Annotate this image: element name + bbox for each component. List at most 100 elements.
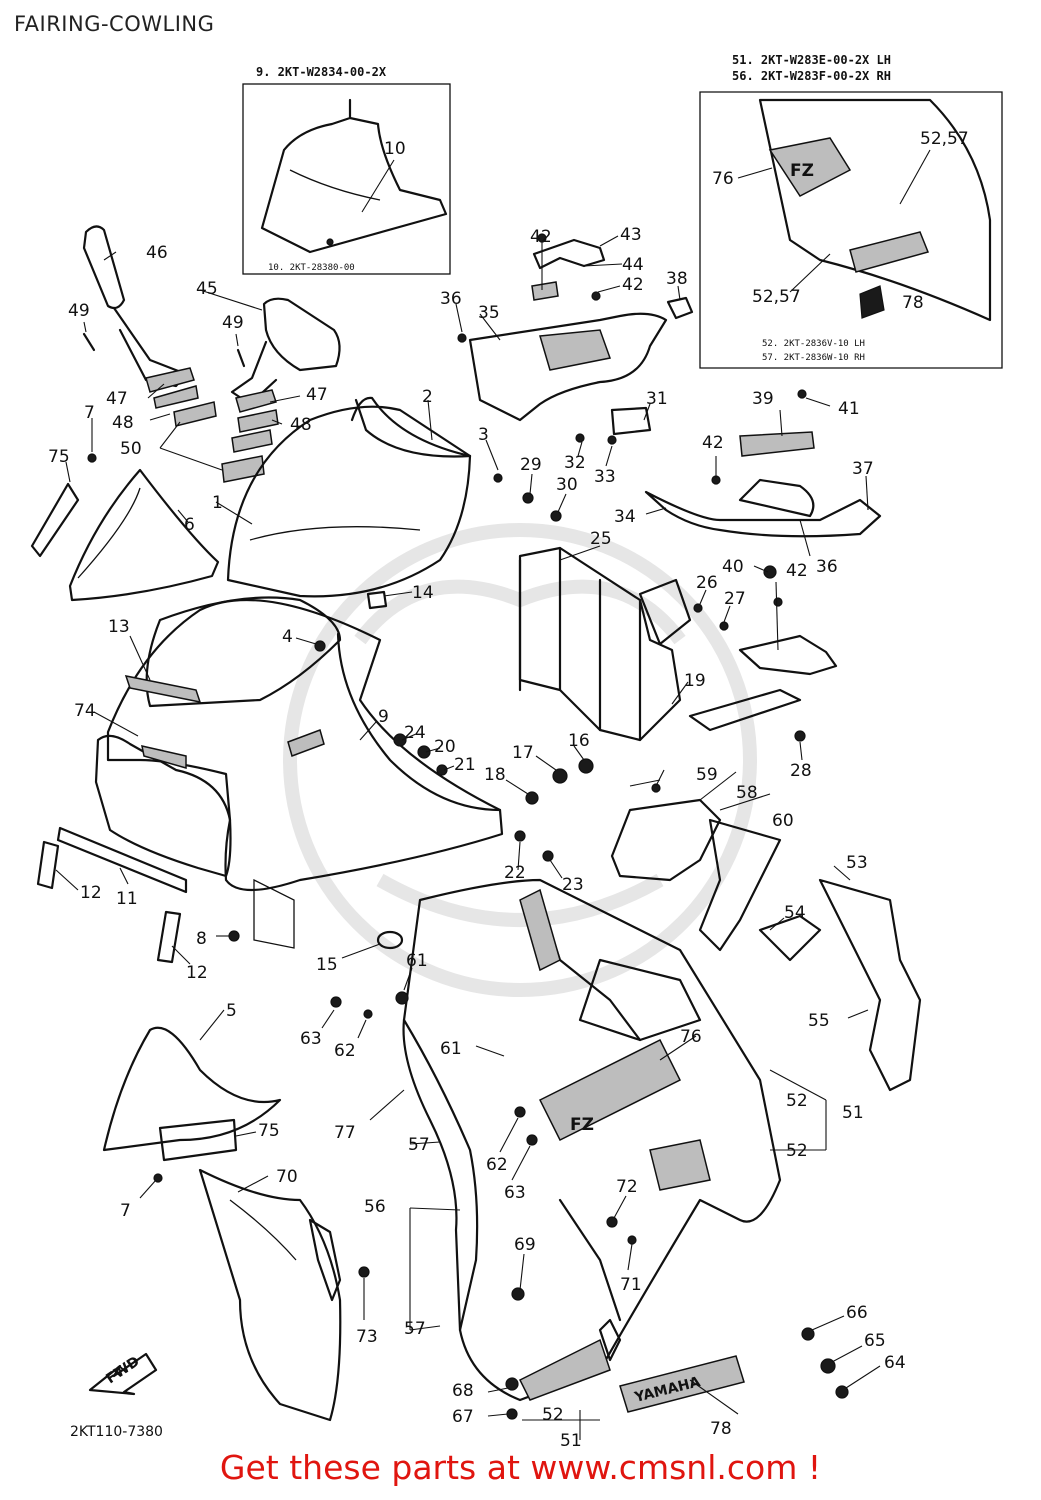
label-63b: 63 <box>504 1183 526 1203</box>
label-24: 24 <box>404 723 426 743</box>
svg-text:FZ: FZ <box>570 1115 594 1135</box>
label-52c: 52 <box>542 1405 564 1425</box>
label-3: 3 <box>478 425 489 445</box>
label-31: 31 <box>646 389 668 409</box>
label-33: 33 <box>594 467 616 487</box>
label-32: 32 <box>564 453 586 473</box>
inset-screen-header: 9. 2KT-W2834-00-2X <box>256 65 387 79</box>
inset-side-note-2: 57. 2KT-2836W-10 RH <box>762 353 865 363</box>
label-55: 55 <box>808 1011 830 1031</box>
inner-cowl-lower <box>102 1026 342 1422</box>
label-67: 67 <box>452 1407 474 1427</box>
label-8: 8 <box>196 929 207 949</box>
label-48b: 48 <box>290 415 312 435</box>
label-57b: 57 <box>404 1319 426 1339</box>
label-43: 43 <box>620 225 642 245</box>
inner-panel-left <box>30 468 220 602</box>
label-50: 50 <box>120 439 142 459</box>
label-42c: 42 <box>702 433 724 453</box>
label-36a: 36 <box>440 289 462 309</box>
label-7a: 7 <box>84 403 95 423</box>
label-57a: 57 <box>408 1135 430 1155</box>
shop-link-banner[interactable]: Get these parts at www.cmsnl.com ! <box>219 1448 822 1487</box>
label-17: 17 <box>512 743 534 763</box>
label-63a: 63 <box>300 1029 322 1049</box>
label-30: 30 <box>556 475 578 495</box>
inset-label-52-57-bottom: 52,57 <box>752 287 801 307</box>
inset-label-52-57-top: 52,57 <box>920 129 969 149</box>
label-5: 5 <box>226 1001 237 1021</box>
label-42b: 42 <box>622 275 644 295</box>
label-42a: 42 <box>530 227 552 247</box>
windscreen <box>226 396 472 598</box>
label-1: 1 <box>212 493 223 513</box>
label-4: 4 <box>282 627 293 647</box>
label-21: 21 <box>454 755 476 775</box>
label-7b: 7 <box>120 1201 131 1221</box>
leader-lines <box>55 235 881 1440</box>
part-labels: 1 2 3 4 5 6 7 7 8 9 11 12 12 13 14 15 16… <box>48 225 906 1451</box>
label-71: 71 <box>620 1275 642 1295</box>
label-41: 41 <box>838 399 860 419</box>
label-70: 70 <box>276 1167 298 1187</box>
label-19: 19 <box>684 671 706 691</box>
inset-side-note-1: 52. 2KT-2836V-10 LH <box>762 339 865 349</box>
label-52a: 52 <box>786 1091 808 1111</box>
label-78: 78 <box>710 1419 732 1439</box>
label-47a: 47 <box>106 389 128 409</box>
label-10: 10 <box>384 139 406 159</box>
label-54: 54 <box>784 903 806 923</box>
lower-trim <box>36 826 404 964</box>
inset-label-76: 76 <box>712 169 734 189</box>
label-58: 58 <box>736 783 758 803</box>
inset-label-78: 78 <box>902 293 924 313</box>
label-62a: 62 <box>334 1041 356 1061</box>
label-65: 65 <box>864 1331 886 1351</box>
label-42d: 42 <box>786 561 808 581</box>
label-14: 14 <box>412 583 434 603</box>
side-brackets <box>610 798 922 1092</box>
label-12a: 12 <box>80 883 102 903</box>
label-44: 44 <box>622 255 644 275</box>
label-35: 35 <box>478 303 500 323</box>
label-45: 45 <box>196 279 218 299</box>
inset-screen-note: 10. 2KT-28380-00 <box>268 263 355 273</box>
label-75a: 75 <box>48 447 70 467</box>
label-34: 34 <box>614 507 636 527</box>
diagram-code: 2KT110-7380 <box>70 1424 163 1440</box>
label-12b: 12 <box>186 963 208 983</box>
label-20: 20 <box>434 737 456 757</box>
label-75b: 75 <box>258 1121 280 1141</box>
label-23: 23 <box>562 875 584 895</box>
label-2: 2 <box>422 387 433 407</box>
label-66: 66 <box>846 1303 868 1323</box>
label-49a: 49 <box>68 301 90 321</box>
inset-side-header-1: 51. 2KT-W283E-00-2X LH <box>732 53 891 67</box>
label-46: 46 <box>146 243 168 263</box>
label-25: 25 <box>590 529 612 549</box>
label-15: 15 <box>316 955 338 975</box>
label-22: 22 <box>504 863 526 883</box>
label-38: 38 <box>666 269 688 289</box>
label-72: 72 <box>616 1177 638 1197</box>
label-77: 77 <box>334 1123 356 1143</box>
label-52b: 52 <box>786 1141 808 1161</box>
label-47b: 47 <box>306 385 328 405</box>
label-29: 29 <box>520 455 542 475</box>
label-51a: 51 <box>842 1103 864 1123</box>
label-27: 27 <box>724 589 746 609</box>
label-39: 39 <box>752 389 774 409</box>
label-13: 13 <box>108 617 130 637</box>
label-61b: 61 <box>440 1039 462 1059</box>
mirror-assembly <box>82 225 341 483</box>
label-49b: 49 <box>222 313 244 333</box>
label-56: 56 <box>364 1197 386 1217</box>
label-11: 11 <box>116 889 138 909</box>
fwd-arrow-icon: FWD <box>88 1352 158 1396</box>
label-53: 53 <box>846 853 868 873</box>
label-74: 74 <box>74 701 96 721</box>
label-37: 37 <box>852 459 874 479</box>
label-76: 76 <box>680 1027 702 1047</box>
label-62b: 62 <box>486 1155 508 1175</box>
